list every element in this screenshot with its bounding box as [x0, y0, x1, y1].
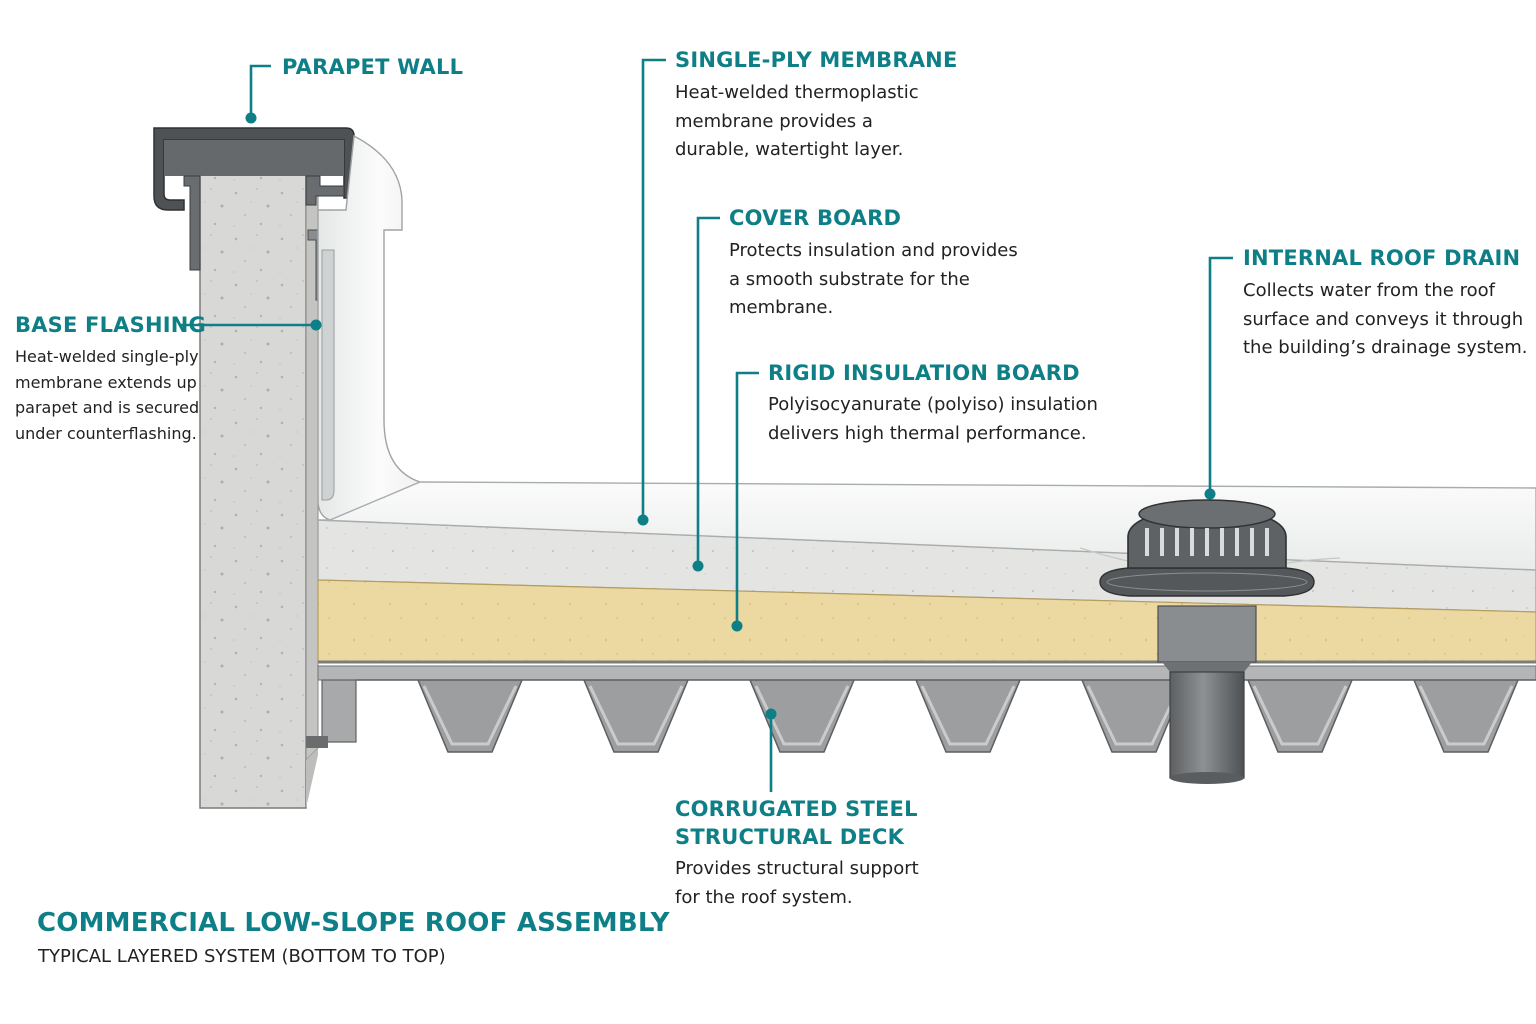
corrugated-steel-deck-label: CORRUGATED STEEL STRUCTURAL DECK	[675, 797, 918, 849]
deck-rib	[920, 685, 1016, 746]
rigid-insulation-board-description: Polyisocyanurate (polyiso) insulation de…	[768, 394, 1098, 444]
parapet-wall-label: PARAPET WALL	[282, 55, 464, 79]
cover-board-description: Protects insulation and provides a smoot…	[729, 240, 1018, 318]
base-flashing	[317, 134, 442, 521]
diagram-subtitle: TYPICAL LAYERED SYSTEM (BOTTOM TO TOP)	[38, 946, 446, 967]
single-ply-membrane-description: Heat-welded thermoplastic membrane provi…	[675, 82, 919, 160]
internal-roof-drain	[1099, 499, 1315, 784]
base-flashing-label: BASE FLASHING	[15, 313, 206, 337]
corrugated-steel-deck-description: Provides structural support for the roof…	[675, 858, 919, 908]
leader-lines	[180, 58, 1233, 792]
single-ply-membrane-label: SINGLE-PLY MEMBRANE	[675, 48, 958, 72]
deck-rib	[1418, 685, 1514, 746]
cover-board-label: COVER BOARD	[729, 206, 902, 230]
diagram-title: COMMERCIAL LOW-SLOPE ROOF ASSEMBLY	[37, 908, 670, 938]
rigid-insulation-board-label: RIGID INSULATION BOARD	[768, 361, 1080, 385]
deck-rib	[588, 685, 684, 746]
deck-rib	[1086, 685, 1182, 746]
internal-roof-drain-description: Collects water from the roof surface and…	[1243, 280, 1528, 358]
deck-rib	[422, 685, 518, 746]
internal-roof-drain-label: INTERNAL ROOF DRAIN	[1243, 246, 1521, 270]
parapet-wall	[199, 167, 319, 809]
base-flashing-description: Heat-welded single-ply membrane extends …	[15, 347, 200, 443]
deck-rib	[1252, 685, 1348, 746]
